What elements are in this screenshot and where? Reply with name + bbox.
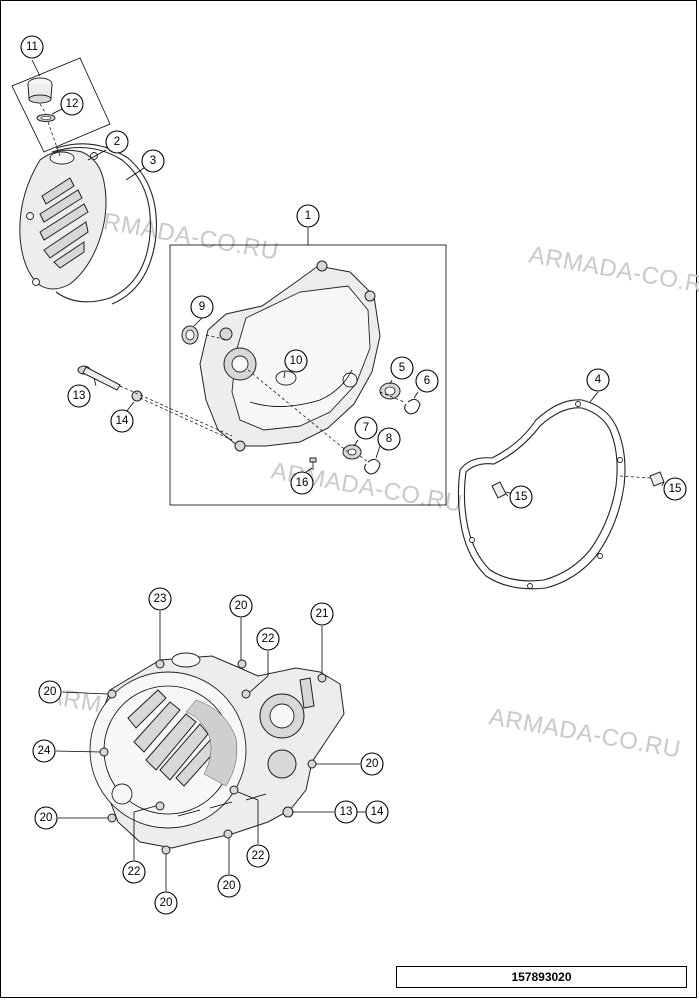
clutch-cover-assembled <box>89 652 345 849</box>
svg-text:15: 15 <box>515 491 528 503</box>
svg-text:15: 15 <box>669 483 682 495</box>
callout-24: 24 <box>32 739 56 763</box>
callout-12: 12 <box>60 92 84 116</box>
svg-text:9: 9 <box>199 301 205 313</box>
svg-text:6: 6 <box>424 375 430 387</box>
svg-text:12: 12 <box>66 98 79 110</box>
callout-20-right: 20 <box>360 752 384 776</box>
callout-10: 10 <box>284 349 308 373</box>
callout-20-bottom-right: 20 <box>217 874 241 898</box>
svg-text:1: 1 <box>305 210 311 222</box>
document-number: 157893020 <box>396 966 687 988</box>
svg-text:22: 22 <box>252 850 265 862</box>
svg-text:11: 11 <box>26 41 38 53</box>
leader-lines-bottom <box>55 611 360 891</box>
callout-7: 7 <box>354 416 378 440</box>
bolt-heads-bottom <box>99 659 327 855</box>
svg-text:22: 22 <box>262 633 275 645</box>
callout-2: 2 <box>105 130 129 154</box>
dowel-15b <box>649 471 665 487</box>
callout-20-left-lower: 20 <box>34 806 58 830</box>
callout-20-bottom-left: 20 <box>154 891 178 915</box>
svg-text:2: 2 <box>114 136 120 148</box>
callout-3: 3 <box>141 149 165 173</box>
dowel-15a <box>491 481 507 499</box>
circlip-6 <box>404 398 421 415</box>
svg-text:5: 5 <box>399 362 405 374</box>
callout-21: 21 <box>310 602 334 626</box>
svg-text:22: 22 <box>128 866 141 878</box>
svg-text:14: 14 <box>371 806 384 818</box>
screw-16 <box>309 457 317 470</box>
svg-text:20: 20 <box>366 758 379 770</box>
callout-14-lower: 14 <box>365 800 389 824</box>
svg-text:13: 13 <box>73 390 86 402</box>
callout-22-right: 22 <box>246 844 270 868</box>
callout-20-left-upper: 20 <box>38 680 62 704</box>
callout-16: 16 <box>290 471 314 495</box>
svg-text:20: 20 <box>235 600 248 612</box>
assembly-11-box <box>11 57 111 153</box>
svg-text:20: 20 <box>44 686 57 698</box>
circlip-8 <box>364 458 381 475</box>
watermark-2: ARMADA-CO.RU <box>85 205 281 265</box>
svg-text:13: 13 <box>340 806 353 818</box>
svg-text:14: 14 <box>116 415 129 427</box>
callout-22-left: 22 <box>122 860 146 884</box>
svg-text:10: 10 <box>290 355 303 367</box>
svg-text:24: 24 <box>38 745 51 757</box>
svg-text:20: 20 <box>223 880 236 892</box>
callout-6: 6 <box>415 369 439 393</box>
callout-1: 1 <box>296 204 320 228</box>
callout-23: 23 <box>148 587 172 611</box>
callout-22-top: 22 <box>256 627 280 651</box>
svg-text:3: 3 <box>150 155 156 167</box>
callout-15-left: 15 <box>509 485 533 509</box>
svg-text:21: 21 <box>316 608 329 620</box>
svg-text:20: 20 <box>160 897 173 909</box>
svg-text:8: 8 <box>386 433 392 445</box>
bolt-13 <box>77 365 121 391</box>
watermark-1: ARMADA-CO.RU <box>527 241 699 301</box>
washer-14 <box>131 390 143 402</box>
callout-8: 8 <box>377 427 401 451</box>
svg-text:23: 23 <box>154 593 167 605</box>
callout-20-top: 20 <box>229 594 253 618</box>
svg-text:7: 7 <box>363 422 369 434</box>
watermark-5: ARMADA-CO.RU <box>487 703 683 763</box>
oil-filler-plug <box>27 77 53 104</box>
callout-14-upper: 14 <box>110 409 134 433</box>
callout-9: 9 <box>190 295 214 319</box>
clutch-cover-outer <box>19 149 107 290</box>
svg-text:16: 16 <box>296 477 309 489</box>
callout-13-lower: 13 <box>334 800 358 824</box>
gasket-4 <box>457 399 626 590</box>
callout-5: 5 <box>390 356 414 380</box>
callout-15-right: 15 <box>663 477 687 501</box>
svg-text:4: 4 <box>595 374 602 386</box>
svg-text:20: 20 <box>40 812 53 824</box>
callout-13-upper: 13 <box>67 384 91 408</box>
callout-4: 4 <box>586 368 610 392</box>
callout-11: 11 <box>20 35 44 59</box>
